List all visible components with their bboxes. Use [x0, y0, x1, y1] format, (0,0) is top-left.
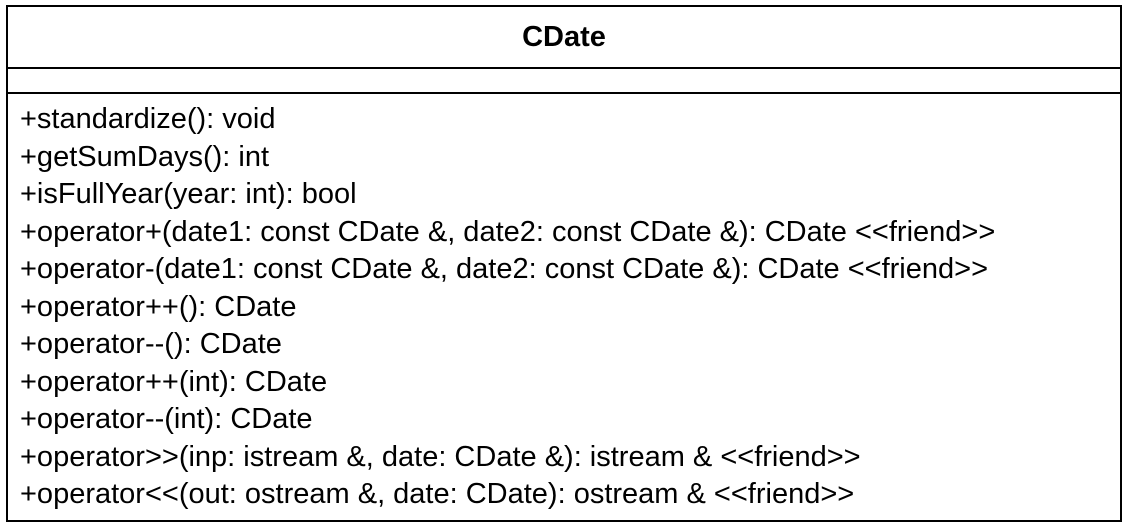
class-name: CDate	[522, 20, 606, 53]
operation-minus: +operator-(date1: const CDate &, date2: …	[20, 253, 989, 285]
operation-prefix-decrement: +operator--(): CDate	[20, 328, 282, 360]
operation-plus: +operator+(date1: const CDate &, date2: …	[20, 215, 996, 248]
uml-class-box: CDate +standardize(): void +getSumDays()…	[6, 5, 1122, 522]
operation-postfix-decrement: +operator--(int): CDate	[20, 403, 313, 435]
class-name-compartment: CDate	[8, 7, 1120, 69]
operation-is-full-year: +isFullYear(year: int): bool	[20, 178, 357, 210]
operation-stream-extract: +operator>>(inp: istream &, date: CDate …	[20, 440, 861, 473]
operation-standardize: +standardize(): void	[20, 103, 276, 135]
attributes-compartment	[8, 69, 1120, 94]
operation-stream-insert: +operator<<(out: ostream &, date: CDate)…	[20, 478, 855, 510]
operation-postfix-increment: +operator++(int): CDate	[20, 365, 328, 398]
operations-compartment: +standardize(): void +getSumDays(): int …	[8, 94, 1120, 514]
operation-get-sum-days: +getSumDays(): int	[20, 140, 270, 173]
operation-prefix-increment: +operator++(): CDate	[20, 290, 297, 323]
